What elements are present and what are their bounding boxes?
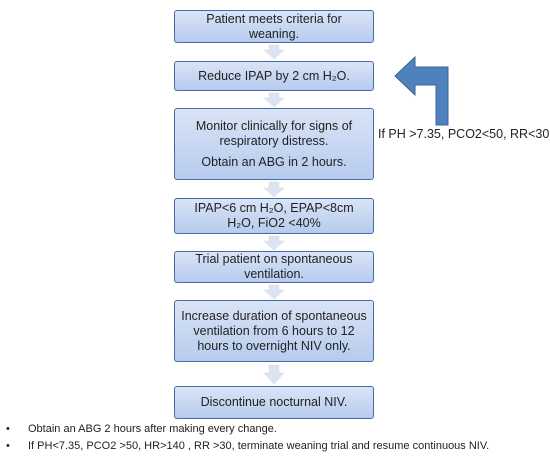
step-text-3b: Obtain an ABG in 2 hours. <box>201 154 347 169</box>
step-text-2: Reduce IPAP by 2 cm H₂O. <box>198 68 350 83</box>
loop-back-arrow <box>394 55 449 126</box>
down-arrow-3 <box>263 181 285 198</box>
step-text-3a: Monitor clinically for signs of respirat… <box>195 118 353 148</box>
down-arrow-6 <box>263 364 285 385</box>
step-text-1: Patient meets criteria for weaning. <box>206 11 342 41</box>
step-box-7: Discontinue nocturnal NIV. <box>174 386 374 419</box>
step-box-6: Increase duration of spontaneous ventila… <box>174 300 374 362</box>
down-arrow-4 <box>263 235 285 251</box>
step-text-6: Increase duration of spontaneous ventila… <box>181 308 367 353</box>
bullet-icon: • <box>6 423 10 435</box>
step-box-5: Trial patient on spontaneous ventilation… <box>174 251 374 283</box>
note-item: • Obtain an ABG 2 hours after making eve… <box>0 421 550 438</box>
step-box-2: Reduce IPAP by 2 cm H₂O. <box>174 61 374 91</box>
note-item: • If PH<7.35, PCO2 >50, HR>140 , RR >30,… <box>0 438 550 455</box>
bullet-icon: • <box>6 440 10 452</box>
step-text-4: IPAP<6 cm H₂O, EPAP<8cm H₂O, FiO2 <40% <box>194 201 354 230</box>
down-arrow-5 <box>263 284 285 300</box>
note-text-1: Obtain an ABG 2 hours after making every… <box>28 423 277 435</box>
note-text-2: If PH<7.35, PCO2 >50, HR>140 , RR >30, t… <box>28 440 490 452</box>
down-arrow-2 <box>263 92 285 108</box>
loop-condition-label: If PH >7.35, PCO2<50, RR<30 <box>378 127 550 141</box>
step-box-1: Patient meets criteria for weaning. <box>174 10 374 43</box>
step-text-7: Discontinue nocturnal NIV. <box>200 395 348 409</box>
step-text-5: Trial patient on spontaneous ventilation… <box>195 252 353 281</box>
step-box-4: IPAP<6 cm H₂O, EPAP<8cm H₂O, FiO2 <40% <box>174 198 374 234</box>
step-box-3: Monitor clinically for signs of respirat… <box>174 108 374 180</box>
notes-list: • Obtain an ABG 2 hours after making eve… <box>0 421 550 455</box>
down-arrow-1 <box>263 44 285 60</box>
